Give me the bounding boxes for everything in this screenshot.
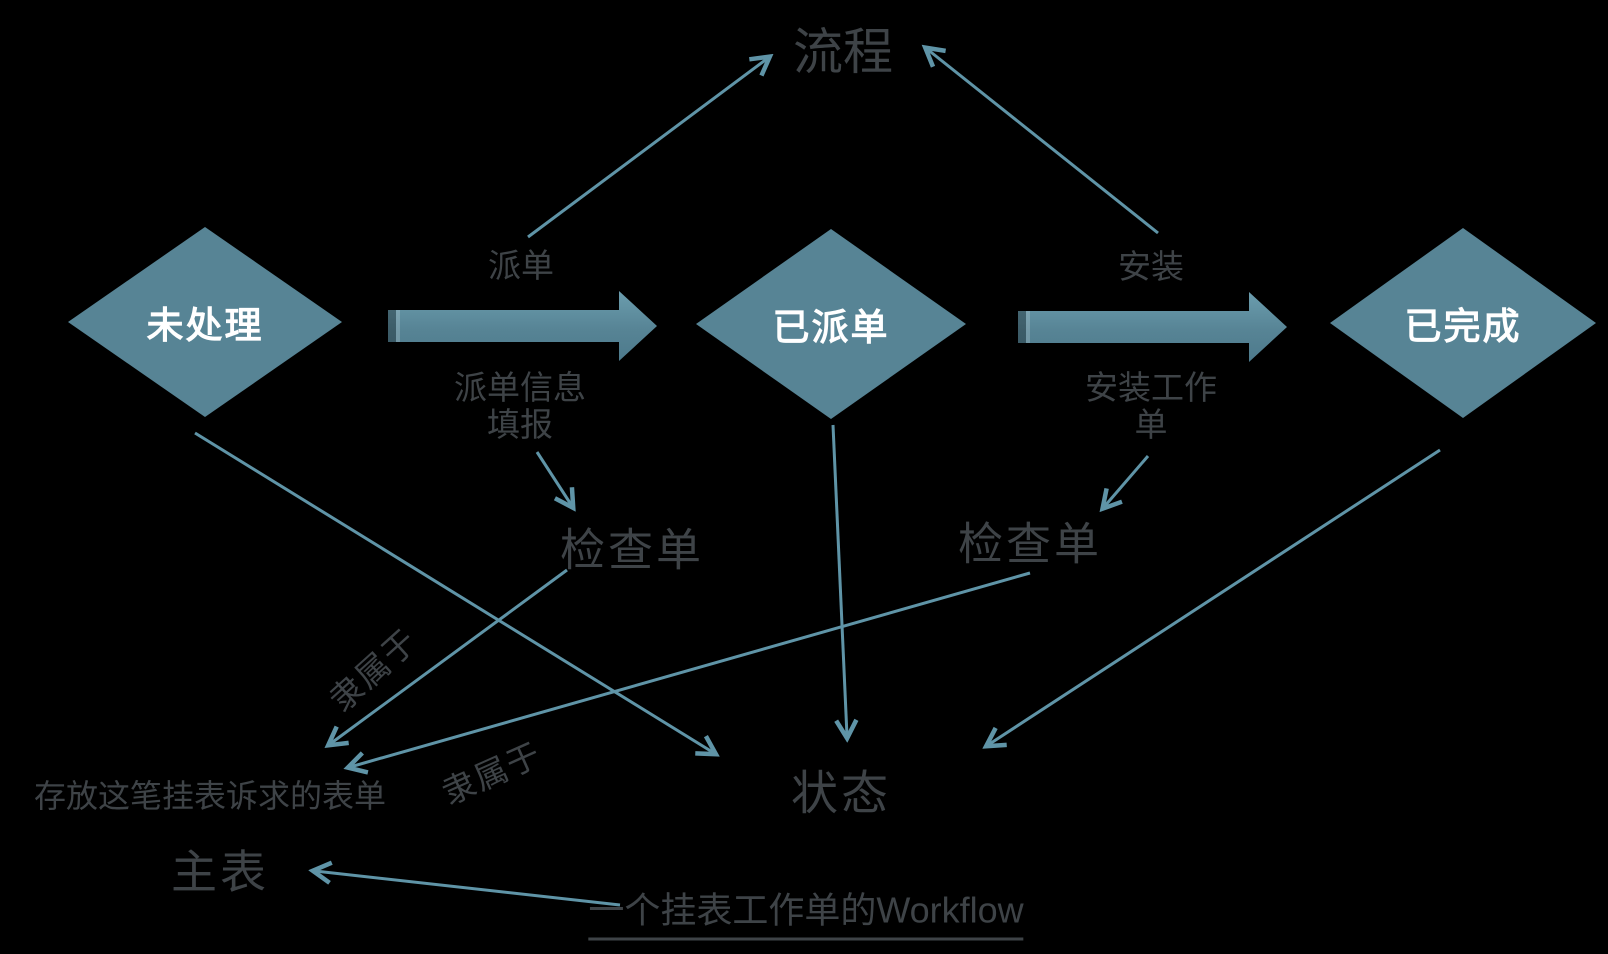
state-label-unprocessed: 未处理: [146, 305, 264, 346]
block-arrow-dispatch: [388, 291, 657, 361]
arrow-dispatched-to-status: [831, 424, 847, 736]
state-diamond-unprocessed: 未处理: [68, 227, 342, 417]
state-diamond-dispatched: 已派单: [696, 229, 966, 419]
action-label-install: 安装: [1118, 248, 1184, 285]
arrow-dispatch-to-process: [527, 58, 768, 239]
workflow-caption: 一个挂表工作单的Workflow: [588, 882, 1024, 941]
process-title: 流程: [793, 24, 893, 80]
arrow-install-to-process: [927, 49, 1159, 235]
action-label-dispatch: 派单: [488, 247, 554, 284]
state-label-completed: 已完成: [1404, 306, 1522, 347]
state-label-dispatched: 已派单: [772, 307, 890, 348]
belongs-to-label-left: 隶属于: [322, 620, 426, 719]
form-note: 存放这笔挂表诉求的表单: [33, 778, 387, 814]
arrow-checklist-right-to-form: [350, 571, 1031, 767]
checklist-label-left: 检查单: [559, 524, 705, 576]
state-diamond-completed: 已完成: [1330, 228, 1596, 418]
arrow-unprocessed-to-status: [194, 431, 714, 753]
arrow-caption-to-maintable: [315, 871, 621, 907]
artifact-label-dispatch-info: 派单信息 填报: [454, 369, 586, 443]
arrow-completed-to-status: [988, 448, 1441, 745]
status-label: 状态: [791, 766, 891, 820]
arrow-installorder-to-checklist: [1104, 455, 1150, 507]
artifact-label-install-order: 安装工作 单: [1085, 369, 1217, 443]
block-arrow-install: [1018, 292, 1287, 362]
checklist-label-right: 检查单: [957, 518, 1103, 570]
belongs-to-label-right: 隶属于: [436, 735, 548, 812]
arrow-dispatchinfo-to-checklist: [535, 451, 572, 506]
main-table-label: 主表: [171, 846, 269, 898]
